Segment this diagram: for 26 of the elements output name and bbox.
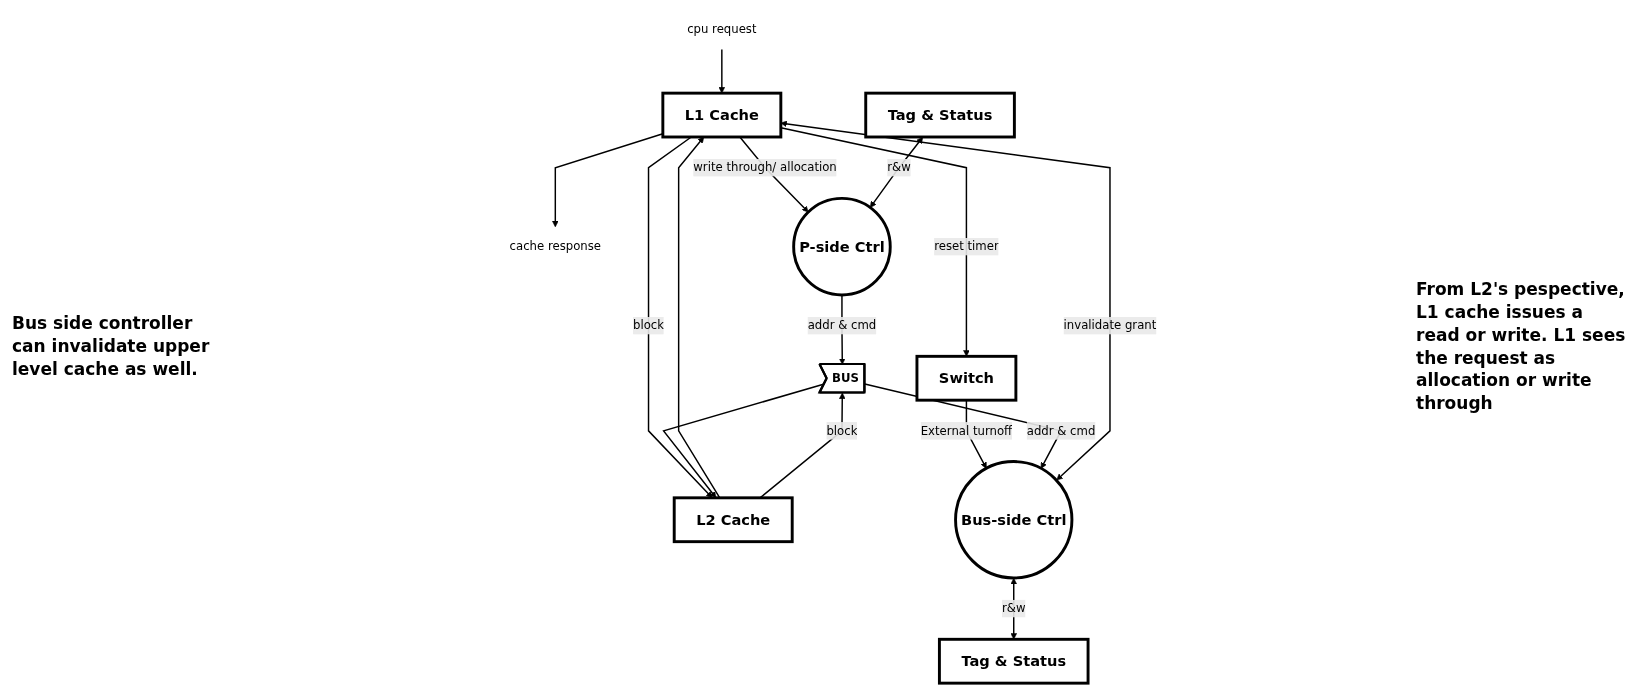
edge-label: External turnoff — [920, 423, 1013, 438]
edge-label: write through/ allocation — [693, 160, 837, 175]
node-box: Tag & Status — [864, 91, 1016, 139]
edge-label: block — [826, 423, 858, 438]
edge-label: r&w — [887, 160, 911, 175]
arrow — [780, 127, 970, 357]
note-text: Bus side controller can invalidate upper level cache as well. — [11, 312, 211, 381]
arrow — [869, 136, 924, 208]
edge-label: invalidate grant — [1063, 318, 1157, 333]
node-circle: P-side Ctrl — [792, 196, 892, 297]
edge-label: r&w — [1001, 601, 1026, 616]
node-text: cpu request — [687, 22, 757, 37]
edge-label: addr & cmd — [1026, 423, 1096, 438]
arrow — [718, 48, 726, 94]
node-text: cache response — [509, 239, 602, 254]
node-box: L2 Cache — [672, 496, 794, 544]
node-circle: Bus-side Ctrl — [954, 460, 1074, 580]
edge-label: addr & cmd — [807, 318, 877, 333]
edge-label: block — [633, 318, 665, 333]
node-box: L1 Cache — [661, 91, 783, 139]
note-text: From L2's pespective, L1 cache issues a read or write. L1 sees the request as allocation or write through — [1415, 277, 1627, 416]
arrow — [780, 120, 1111, 481]
edge-label: reset timer — [934, 239, 999, 254]
arrow — [1010, 577, 1017, 640]
node-box: Switch — [915, 354, 1018, 402]
node-box: Tag & Status — [937, 637, 1090, 685]
